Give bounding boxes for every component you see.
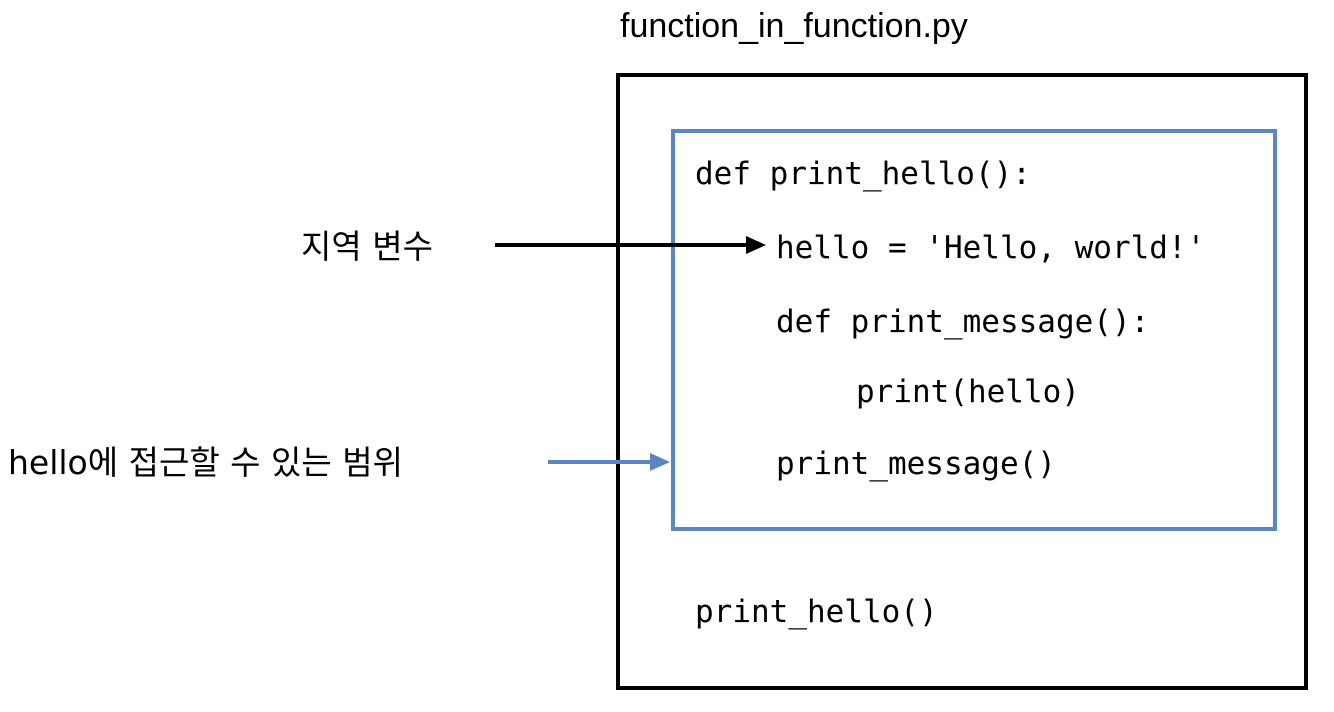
code-line-call-print-message: print_message(): [776, 446, 1056, 482]
code-line-print-hello-var: print(hello): [856, 374, 1080, 410]
code-line-call-print-hello: print_hello(): [695, 594, 938, 630]
function-scope-box: [671, 129, 1277, 531]
local-variable-label: 지역 변수: [301, 227, 433, 266]
code-line-def-print-message: def print_message():: [776, 304, 1150, 340]
code-line-def-print-hello: def print_hello():: [695, 156, 1031, 192]
scope-label: hello에 접근할 수 있는 범위: [8, 443, 403, 482]
file-title: function_in_function.py: [620, 7, 968, 45]
module-scope-box: [616, 73, 1308, 690]
code-line-hello-assignment: hello = 'Hello, world!': [776, 230, 1206, 266]
